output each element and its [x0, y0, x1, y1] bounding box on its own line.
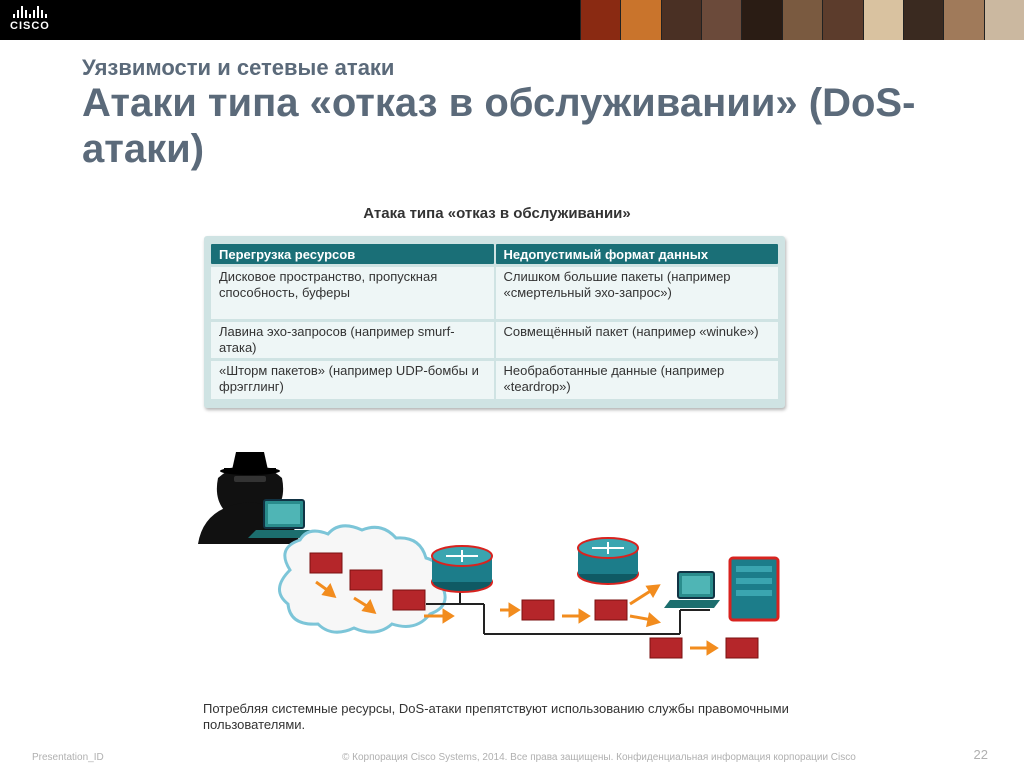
packet-icon [392, 589, 426, 611]
table-cell: Слишком большие пакеты (например «смерте… [495, 267, 778, 319]
router-icon [577, 537, 639, 585]
cisco-bars-icon [13, 6, 70, 18]
table-title: Атака типа «отказ в обслуживании» [363, 205, 631, 222]
router-icon [431, 545, 493, 593]
packet-icon [521, 599, 555, 621]
table-row: Лавина эхо-запросов (например smurf-атак… [211, 322, 778, 358]
photo-thumbnail [902, 0, 944, 40]
table-row: «Шторм пакетов» (например UDP-бомбы и фр… [211, 361, 778, 399]
laptop-icon [248, 499, 310, 538]
photo-thumbnail [943, 0, 984, 40]
cisco-logo: CISCO [10, 6, 70, 34]
presentation-id: Presentation_ID [32, 752, 104, 763]
table-cell: Необработанные данные (например «teardro… [495, 361, 778, 399]
header-bar: CISCO [0, 0, 1024, 40]
packet-icon [649, 637, 683, 659]
photo-thumbnail [701, 0, 742, 40]
arrows-group [315, 580, 719, 656]
table-header-resources: Перегрузка ресурсов [211, 244, 494, 264]
table-cell: Совмещённый пакет (например «winuke») [495, 322, 778, 358]
table-header-format: Недопустимый формат данных [495, 244, 778, 264]
photo-thumbnail [620, 0, 661, 40]
footer-copyright: © Корпорация Cisco Systems, 2014. Все пр… [342, 752, 856, 763]
photo-strip [580, 0, 1024, 40]
table-cell: Дисковое пространство, пропускная способ… [211, 267, 494, 319]
dos-diagram [198, 452, 780, 659]
photo-thumbnail [862, 0, 903, 40]
packet-icon [349, 569, 383, 591]
packet-icon [594, 599, 628, 621]
table-row: Дисковое пространство, пропускная способ… [211, 267, 778, 319]
packet-icon [309, 552, 343, 574]
page-number: 22 [973, 747, 988, 762]
photo-thumbnail [822, 0, 863, 40]
packet-icon [725, 637, 759, 659]
packets-group [309, 552, 759, 659]
table-cell: Лавина эхо-запросов (например smurf-атак… [211, 322, 494, 358]
photo-thumbnail [983, 0, 1024, 40]
diagram-caption: Потребляя системные ресурсы, DoS-атаки п… [203, 701, 789, 732]
photo-thumbnail [741, 0, 782, 40]
photo-thumbnail [580, 0, 621, 40]
network-lines [426, 590, 710, 635]
photo-thumbnail [781, 0, 823, 40]
table-cell: «Шторм пакетов» (например UDP-бомбы и фр… [211, 361, 494, 399]
laptop-icon [664, 571, 720, 608]
logo-text: CISCO [10, 20, 50, 32]
dos-table: Перегрузка ресурсов Недопустимый формат … [204, 236, 785, 408]
slide-subtitle: Уязвимости и сетевые атаки [82, 55, 395, 80]
slide-title: Атаки типа «отказ в обслуживании» (DoS-а… [82, 81, 916, 171]
server-icon [728, 556, 780, 622]
photo-thumbnail [660, 0, 702, 40]
